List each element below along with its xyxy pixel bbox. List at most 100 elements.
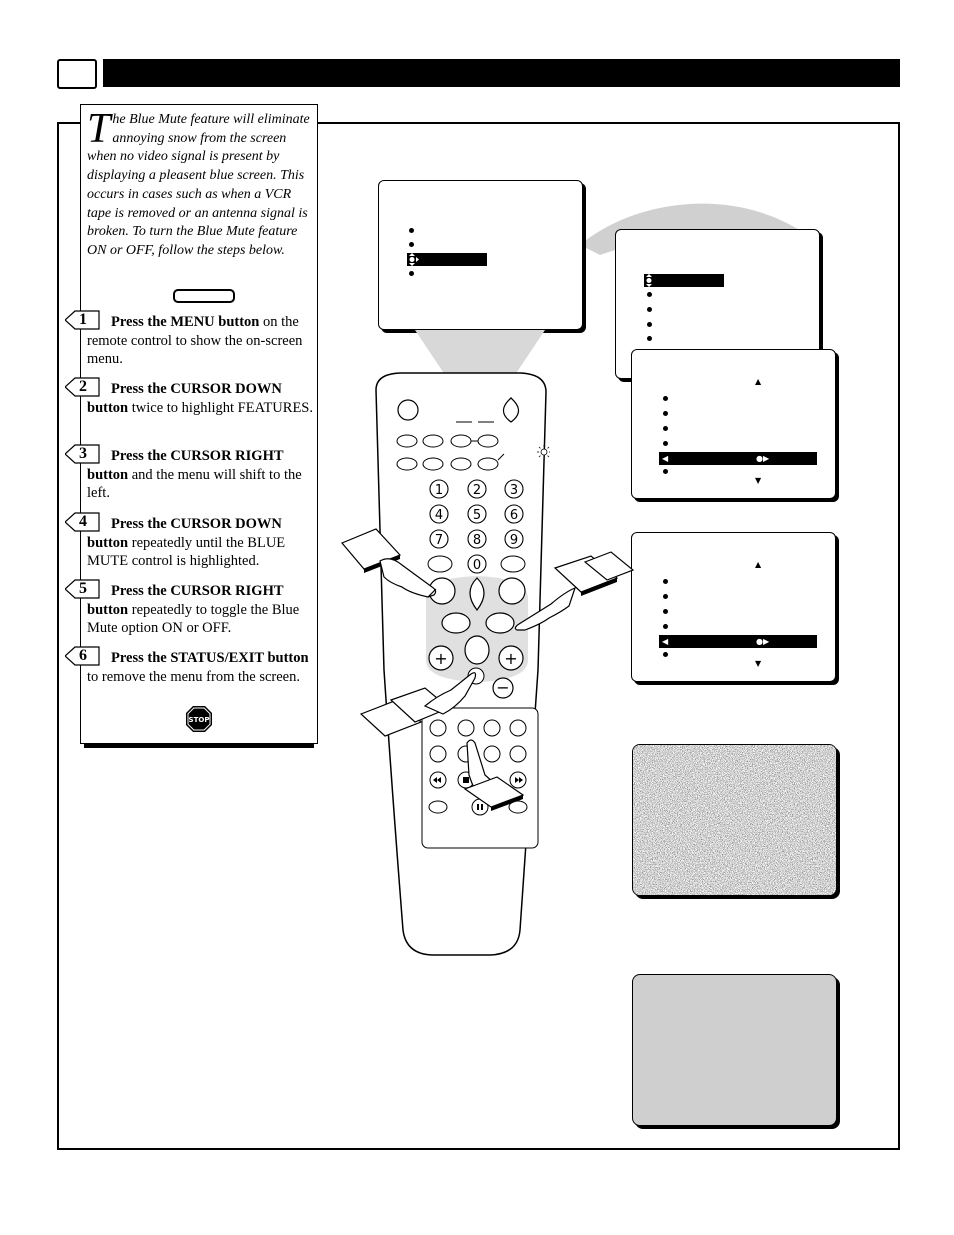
remote-key[interactable] [428,800,448,814]
remote-key[interactable] [457,719,475,737]
cursor-right-button[interactable] [485,612,515,634]
number-key-5[interactable] [467,504,487,524]
pointing-hand-exit-icon [463,739,525,811]
cursor-down-button[interactable] [464,635,490,665]
remote-key[interactable] [483,745,501,763]
power-button[interactable] [397,399,419,421]
toggle-arrow-icon: ●▶ [756,454,770,463]
menu-highlight-bar [659,452,817,465]
menu-item-bullet [663,579,668,584]
number-key-4[interactable] [429,504,449,524]
step-5-detail: repeatedly to toggle the Blue Mute optio… [87,601,300,637]
snow-screen [632,744,837,896]
remote-key[interactable] [422,457,444,471]
step-number-badge: 4 [64,512,101,532]
remote-key[interactable] [429,745,447,763]
menu-item-bullet [409,271,414,276]
number-key-3[interactable] [504,479,524,499]
menu-item-bullet [647,307,652,312]
channel-down-label: − [496,678,509,697]
pointing-hand-cursor-right-icon [514,551,635,631]
menu-item-bullet [663,609,668,614]
status-exit-button[interactable] [498,577,526,605]
menu-item-bullet [647,322,652,327]
step-number-badge: 2 [64,377,101,397]
pointing-hand-cursor-down-icon [359,672,477,737]
step-1-detail: on the remote control to show the on-scr… [87,314,303,367]
scroll-down-arrow-icon: ▼ [755,659,762,668]
remote-key[interactable] [509,745,527,763]
intro-text: he Blue Mute feature will eliminate anno… [87,112,310,258]
menu-item-bullet [663,411,668,416]
stop-sign-label: STOP [189,716,210,724]
step-4: 4 Press the CURSOR DOWN button repeatedl… [64,512,313,571]
number-key-1[interactable] [429,479,449,499]
pill-graphic [173,289,235,303]
remote-key[interactable] [477,457,499,471]
number-key-7[interactable] [429,529,449,549]
number-key-8[interactable] [467,529,487,549]
blue-mute-screen [632,974,837,1126]
number-key-9[interactable] [504,529,524,549]
step-3-detail: and the menu will shift to the left. [87,466,302,502]
menu-item-bullet [663,426,668,431]
number-key-1-label: 1 [435,483,443,498]
volume-up-button[interactable] [428,645,454,671]
stop-sign-icon: STOP [186,706,212,732]
menu-item-bullet [409,242,414,247]
menu-item-bullet [663,441,668,446]
left-arrow-icon: ◀ [662,454,669,463]
menu-screen-blue-mute: ▲ ◀ ●▶ ▼ [631,349,836,499]
cursor-arrows-icon [409,253,419,266]
channel-down-button[interactable] [492,677,514,699]
step-number-badge: 1 [64,310,101,330]
step-5-action: Press the CURSOR RIGHT button [87,583,284,618]
step-3: 3 Press the CURSOR RIGHT button and the … [64,444,313,503]
remote-key[interactable] [450,457,472,471]
remote-key[interactable] [450,434,472,448]
menu-item-bullet [663,624,668,629]
number-key-4-label: 4 [435,508,443,523]
scroll-up-arrow-icon: ▲ [755,377,762,386]
static-noise-graphic [633,745,836,895]
remote-key[interactable] [477,434,499,448]
number-key-0[interactable] [467,554,487,574]
remote-key[interactable] [429,719,447,737]
cursor-left-button[interactable] [441,612,471,634]
menu-item-bullet [663,469,668,474]
number-key-3-label: 3 [510,483,518,498]
page-number-tab [57,59,97,89]
remote-key[interactable] [396,457,418,471]
channel-up-label: + [504,649,517,668]
signal-beam [415,330,545,375]
menu-highlight-bar [644,274,724,287]
content-frame [57,122,900,1150]
cursor-up-button[interactable] [469,577,485,611]
toggle-arrow-icon: ●▶ [756,637,770,646]
step-5: 5 Press the CURSOR RIGHT button repeated… [64,579,313,638]
menu-screen-blue-mute-toggled: ▲ ◀ ●▶ ▼ [631,532,836,682]
backlight-icon [537,445,550,459]
remote-key[interactable] [508,800,528,814]
step-number-badge: 3 [64,444,101,464]
remote-key[interactable] [509,719,527,737]
number-key-0-label: 0 [473,558,481,573]
remote-key[interactable] [396,434,418,448]
step-6: 6 Press the STATUS/EXIT button to remove… [64,646,313,686]
remote-key[interactable] [500,555,526,573]
number-key-6[interactable] [504,504,524,524]
number-key-2[interactable] [467,479,487,499]
remote-key[interactable] [427,555,453,573]
step-3-action: Press the CURSOR RIGHT button [87,448,284,483]
menu-item-bullet [663,652,668,657]
remote-key[interactable] [483,719,501,737]
step-number-badge: 5 [64,579,101,599]
channel-up-button[interactable] [498,645,524,671]
pointing-hand-menu-icon [341,528,437,598]
remote-key[interactable] [422,434,444,448]
step-2-detail: twice to highlight FEATURES. [128,399,313,416]
remote-control: 1 2 3 4 5 6 7 8 9 0 + + − [375,372,550,956]
header-bar [103,59,900,87]
